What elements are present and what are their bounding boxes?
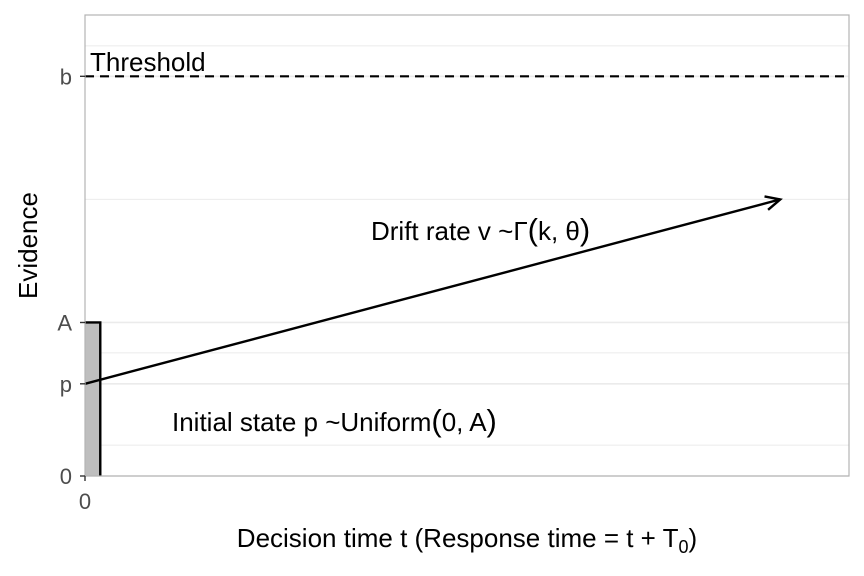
y-axis-title: Evidence: [13, 192, 43, 299]
y-tick-label-2: A: [57, 310, 72, 335]
initial-state-open-paren: (: [431, 403, 442, 438]
drift-rate-prefix: Drift rate v ~Γ: [371, 216, 528, 246]
axis-ticks: 0 p Ab 0: [57, 64, 91, 514]
drift-rate-args: k, θ: [538, 216, 580, 246]
initial-state-prefix: Initial state p ~Uniform: [172, 407, 431, 437]
drift-rate-open-paren: (: [528, 212, 539, 247]
y-tick-label-0: 0: [60, 464, 72, 489]
drift-arrow-head: [764, 195, 783, 211]
x-axis-title-tail: ): [689, 523, 698, 553]
drift-arrow-line: [84, 198, 781, 385]
x-axis-title-main: Decision time t (Response time = t + T: [237, 523, 679, 553]
initial-state-close-paren: ): [487, 403, 497, 438]
y-tick-label-1: p: [60, 372, 72, 397]
threshold-label: Threshold: [90, 47, 206, 77]
initial-state-args: 0, A: [442, 407, 487, 437]
x-axis-title: Decision time t (Response time = t + T0): [237, 523, 697, 557]
start-point-range: [85, 321, 102, 476]
drift-layer: [84, 195, 783, 385]
y-tick-label-3: b: [60, 64, 72, 89]
initial-state-annotation: Initial state p ~Uniform(0, A): [172, 403, 497, 438]
x-tick-label-0: 0: [79, 489, 91, 514]
start-point-bar: [85, 322, 101, 476]
x-axis-title-subscript: 0: [679, 537, 689, 557]
drift-rate-close-paren: ): [580, 212, 590, 247]
plot-panel-border: [84, 14, 850, 477]
start-point-bar-outline: [85, 321, 102, 476]
drift-rate-annotation: Drift rate v ~Γ(k, θ): [371, 212, 590, 247]
